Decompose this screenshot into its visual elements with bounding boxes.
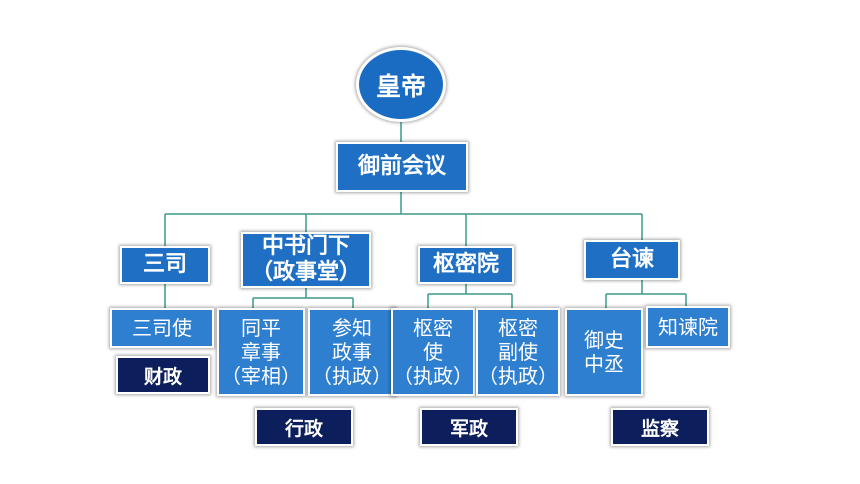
emperor-label: 皇帝 <box>375 71 426 101</box>
admin-tag: 行政 <box>255 408 353 446</box>
shumi-fushi-line1: 枢密 <box>498 316 538 340</box>
shumi-fushi-line3: （执政） <box>478 364 558 388</box>
taijian-node: 台谏 <box>584 240 680 280</box>
shumi-shi-line1: 枢密 <box>413 316 453 340</box>
sansi-shi-node: 三司使 <box>110 308 214 348</box>
zhongshu-label-line1: 中书门下 <box>261 234 350 259</box>
zhongshu-label-line2: （政事堂） <box>250 260 361 285</box>
military-tag-label: 军政 <box>449 417 488 440</box>
council-node: 御前会议 <box>336 142 468 192</box>
canzhi-line3: （执政） <box>312 364 392 388</box>
shumi-shi-node: 枢密 使 （执政） <box>391 308 475 396</box>
canzhi-line1: 参知 <box>332 316 372 340</box>
yushi-line2: 中丞 <box>584 352 624 376</box>
sansi-shi-label: 三司使 <box>132 316 192 340</box>
council-label: 御前会议 <box>357 154 446 179</box>
shumi-node: 枢密院 <box>418 246 514 284</box>
zhijian-label: 知谏院 <box>658 315 718 339</box>
canzhi-line2: 政事 <box>332 340 372 364</box>
military-tag: 军政 <box>420 408 518 446</box>
shumi-fushi-node: 枢密 副使 （执政） <box>476 308 560 396</box>
shumi-shi-line2: 使 <box>423 340 443 364</box>
tongping-node: 同平 章事 （宰相） <box>217 308 305 396</box>
admin-tag-label: 行政 <box>284 417 323 440</box>
yushi-line1: 御史 <box>584 328 624 352</box>
finance-tag-label: 财政 <box>143 365 182 388</box>
tongping-line3: （宰相） <box>221 364 301 388</box>
sansi-node: 三司 <box>120 246 210 284</box>
tongping-line2: 章事 <box>241 340 281 364</box>
shumi-fushi-line2: 副使 <box>498 340 538 364</box>
tongping-line1: 同平 <box>241 316 281 340</box>
shumi-shi-line3: （执政） <box>393 364 473 388</box>
yushi-node: 御史 中丞 <box>565 308 643 396</box>
canzhi-node: 参知 政事 （执政） <box>308 308 396 396</box>
zhongshu-node: 中书门下 （政事堂） <box>241 232 371 288</box>
emperor-node: 皇帝 <box>356 47 446 122</box>
shumi-label: 枢密院 <box>432 252 499 277</box>
zhijian-node: 知谏院 <box>646 306 730 348</box>
finance-tag: 财政 <box>116 356 210 394</box>
supervision-tag-label: 监察 <box>640 417 679 440</box>
sansi-label: 三司 <box>142 252 187 277</box>
supervision-tag: 监察 <box>611 408 709 446</box>
taijian-label: 台谏 <box>609 247 654 272</box>
